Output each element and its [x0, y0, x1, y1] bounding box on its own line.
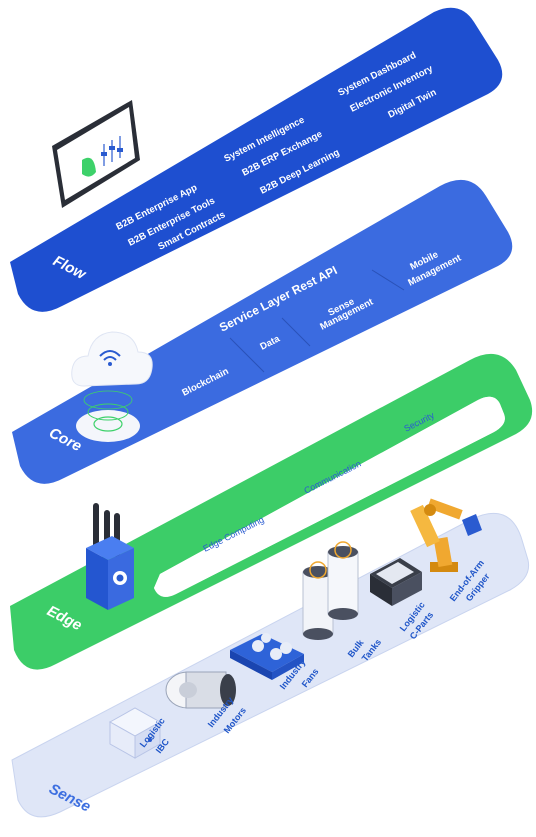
edge-layer: Edge Edge Computing Communication Securi… — [10, 353, 533, 670]
core-dividers — [229, 269, 405, 373]
bulk-tanks-icon — [302, 541, 359, 640]
industry-fans-icon — [230, 633, 304, 680]
hub-disc-icon — [76, 390, 140, 442]
cloud-icon — [71, 331, 153, 387]
industry-motor-icon — [165, 671, 236, 709]
flow-platform — [10, 7, 503, 312]
core-layer: Core Service Layer Rest API Blockchain D… — [12, 179, 513, 484]
robot-arm-gripper-icon — [410, 498, 482, 572]
ibc-tank-icon — [108, 707, 162, 759]
edge-ring — [10, 353, 533, 670]
core-platform — [12, 179, 513, 484]
edge-gateway-device-icon — [86, 503, 134, 610]
c-parts-bin-icon — [370, 558, 422, 606]
tablet-dashboard-icon — [52, 100, 140, 208]
sense-layer: Sense Logistic IBC Industry Motors Indus… — [11, 498, 530, 818]
flow-layer: Flow B2B Enterprise App B2B Enterprise T… — [10, 7, 503, 312]
